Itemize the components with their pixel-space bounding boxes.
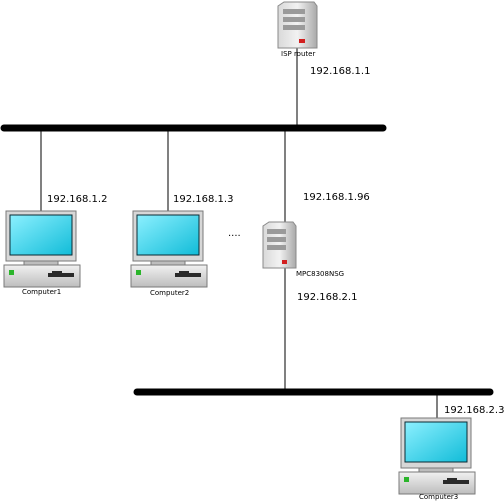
ellipsis-more-computers: .... — [228, 228, 241, 239]
isp-router-ip: 192.168.1.1 — [310, 66, 371, 77]
computer3-ip: 192.168.2.3 — [444, 405, 504, 416]
computer2-icon — [130, 210, 208, 288]
gateway-wan-ip: 192.168.1.96 — [303, 192, 370, 203]
isp-router-label: ISP router — [281, 50, 316, 58]
gateway-lan-ip: 192.168.2.1 — [297, 292, 358, 303]
isp-router-server-icon — [277, 1, 318, 49]
gateway-label: MPC8308NSG — [296, 270, 345, 278]
computer1-icon — [3, 210, 81, 288]
computer3-label: Computer3 — [419, 493, 459, 501]
computer2-ip: 192.168.1.3 — [173, 194, 234, 205]
computer1-ip: 192.168.1.2 — [47, 194, 108, 205]
computer1-label: Computer1 — [22, 288, 62, 296]
computer3-icon — [398, 417, 476, 495]
gateway-server-icon — [262, 221, 297, 269]
computer2-label: Computer2 — [150, 289, 190, 297]
